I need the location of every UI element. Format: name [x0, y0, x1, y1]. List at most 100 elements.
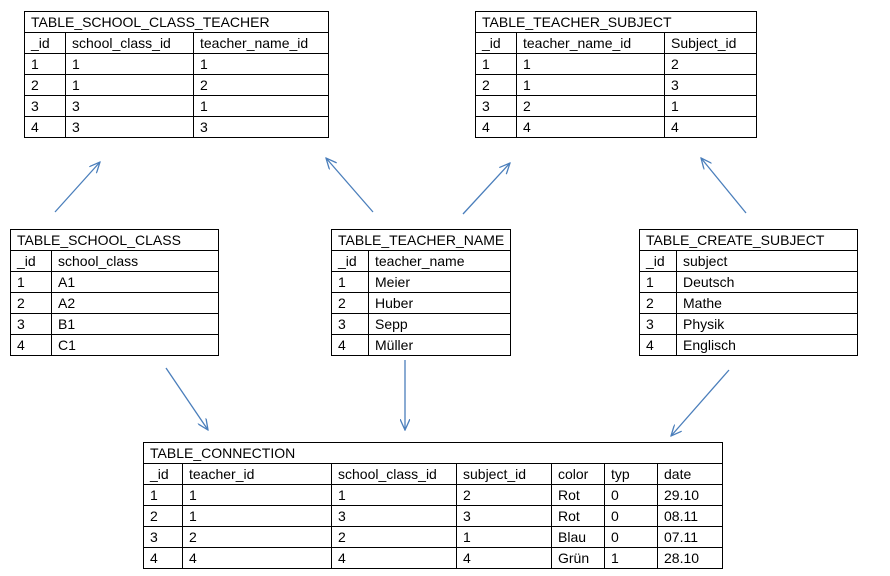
table-row: 4 4 4 4 Grün 1 28.10 — [143, 547, 723, 569]
cell: 2 — [475, 74, 517, 96]
cell: 1 — [65, 74, 194, 96]
cell: 2 — [143, 505, 183, 527]
cell: 0 — [604, 526, 658, 548]
cell: 2 — [182, 526, 332, 548]
cell: 4 — [331, 547, 457, 569]
cell: 4 — [456, 547, 552, 569]
table-row: 3 2 2 1 Blau 0 07.11 — [143, 526, 723, 548]
table-teacher-name: TABLE_TEACHER_NAME _id teacher_name 1 Me… — [330, 229, 512, 356]
table-row: 3 3 1 — [24, 95, 329, 117]
cell: Mathe — [676, 292, 858, 314]
column-header: school_class — [51, 250, 219, 272]
cell: B1 — [51, 313, 219, 335]
table-row: 1 1 2 — [475, 53, 757, 75]
table-row: 3 2 1 — [475, 95, 757, 117]
table-row: 4 Müller — [331, 334, 512, 356]
cell: 1 — [516, 74, 665, 96]
column-header: teacher_name — [367, 250, 512, 272]
table-create-subject: TABLE_CREATE_SUBJECT _id subject 1 Deuts… — [639, 229, 858, 356]
cell: 1 — [193, 53, 329, 75]
cell: Englisch — [676, 334, 858, 356]
cell: 3 — [65, 116, 194, 138]
column-header: date — [657, 463, 723, 485]
column-header: teacher_id — [182, 463, 332, 485]
cell: 1 — [182, 484, 332, 506]
arrow-create-subject-to-connection — [671, 369, 730, 436]
cell: 1 — [65, 53, 194, 75]
table-title: TABLE_SCHOOL_CLASS_TEACHER — [24, 11, 329, 33]
column-header: _id — [475, 32, 517, 54]
cell: Deutsch — [676, 271, 858, 293]
cell: 2 — [24, 74, 66, 96]
arrow-create-subject-to-teacher-subject — [701, 158, 747, 214]
cell: Physik — [676, 313, 858, 335]
table-row: 3 B1 — [10, 313, 219, 335]
cell: 3 — [639, 313, 677, 335]
column-header: _id — [10, 250, 52, 272]
cell: 0 — [604, 484, 658, 506]
cell: 1 — [10, 271, 52, 293]
cell: 1 — [604, 547, 658, 569]
cell: 2 — [664, 53, 757, 75]
header-row: _id subject — [639, 250, 858, 272]
cell: 07.11 — [657, 526, 723, 548]
table-row: 2 A2 — [10, 292, 219, 314]
table-row: 4 3 3 — [24, 116, 329, 138]
cell: 3 — [475, 95, 517, 117]
cell: 4 — [24, 116, 66, 138]
table-school-class: TABLE_SCHOOL_CLASS _id school_class 1 A1… — [10, 229, 219, 356]
column-header: Subject_id — [664, 32, 757, 54]
cell: 4 — [182, 547, 332, 569]
table-row: 2 Huber — [331, 292, 512, 314]
cell: Müller — [367, 334, 512, 356]
cell: 3 — [331, 313, 369, 335]
column-header: _id — [331, 250, 369, 272]
cell: 1 — [331, 484, 457, 506]
cell: 1 — [193, 95, 329, 117]
cell: Sepp — [367, 313, 512, 335]
table-row: 3 Sepp — [331, 313, 512, 335]
cell: 0 — [604, 505, 658, 527]
table-title: TABLE_CREATE_SUBJECT — [639, 229, 858, 251]
cell: C1 — [51, 334, 219, 356]
cell: 3 — [143, 526, 183, 548]
arrow-school-class-to-connection — [165, 367, 208, 430]
column-header: subject_id — [456, 463, 552, 485]
cell: A2 — [51, 292, 219, 314]
cell: 1 — [475, 53, 517, 75]
cell: 4 — [639, 334, 677, 356]
cell: 28.10 — [657, 547, 723, 569]
table-row: 1 A1 — [10, 271, 219, 293]
table-row: 4 4 4 — [475, 116, 757, 138]
column-header: teacher_name_id — [516, 32, 665, 54]
column-header: _id — [143, 463, 183, 485]
cell: 2 — [516, 95, 665, 117]
cell: 1 — [331, 271, 369, 293]
cell: 4 — [10, 334, 52, 356]
table-row: 2 Mathe — [639, 292, 858, 314]
table-row: 1 Deutsch — [639, 271, 858, 293]
cell: 2 — [456, 484, 552, 506]
column-header: typ — [604, 463, 658, 485]
table-connection: TABLE_CONNECTION _id teacher_id school_c… — [143, 442, 723, 569]
cell: Rot — [551, 505, 605, 527]
cell: 3 — [331, 505, 457, 527]
table-row: 3 Physik — [639, 313, 858, 335]
cell: 08.11 — [657, 505, 723, 527]
cell: Grün — [551, 547, 605, 569]
cell: 2 — [10, 292, 52, 314]
table-row: 2 1 3 3 Rot 0 08.11 — [143, 505, 723, 527]
table-title: TABLE_SCHOOL_CLASS — [10, 229, 219, 251]
header-row: _id teacher_id school_class_id subject_i… — [143, 463, 723, 485]
column-header: _id — [639, 250, 677, 272]
cell: 4 — [516, 116, 665, 138]
cell: 1 — [24, 53, 66, 75]
cell: 2 — [331, 526, 457, 548]
column-header: school_class_id — [331, 463, 457, 485]
cell: Rot — [551, 484, 605, 506]
table-row: 1 1 1 — [24, 53, 329, 75]
header-row: _id teacher_name — [331, 250, 512, 272]
cell: Meier — [367, 271, 512, 293]
table-school-class-teacher: TABLE_SCHOOL_CLASS_TEACHER _id school_cl… — [24, 11, 329, 138]
